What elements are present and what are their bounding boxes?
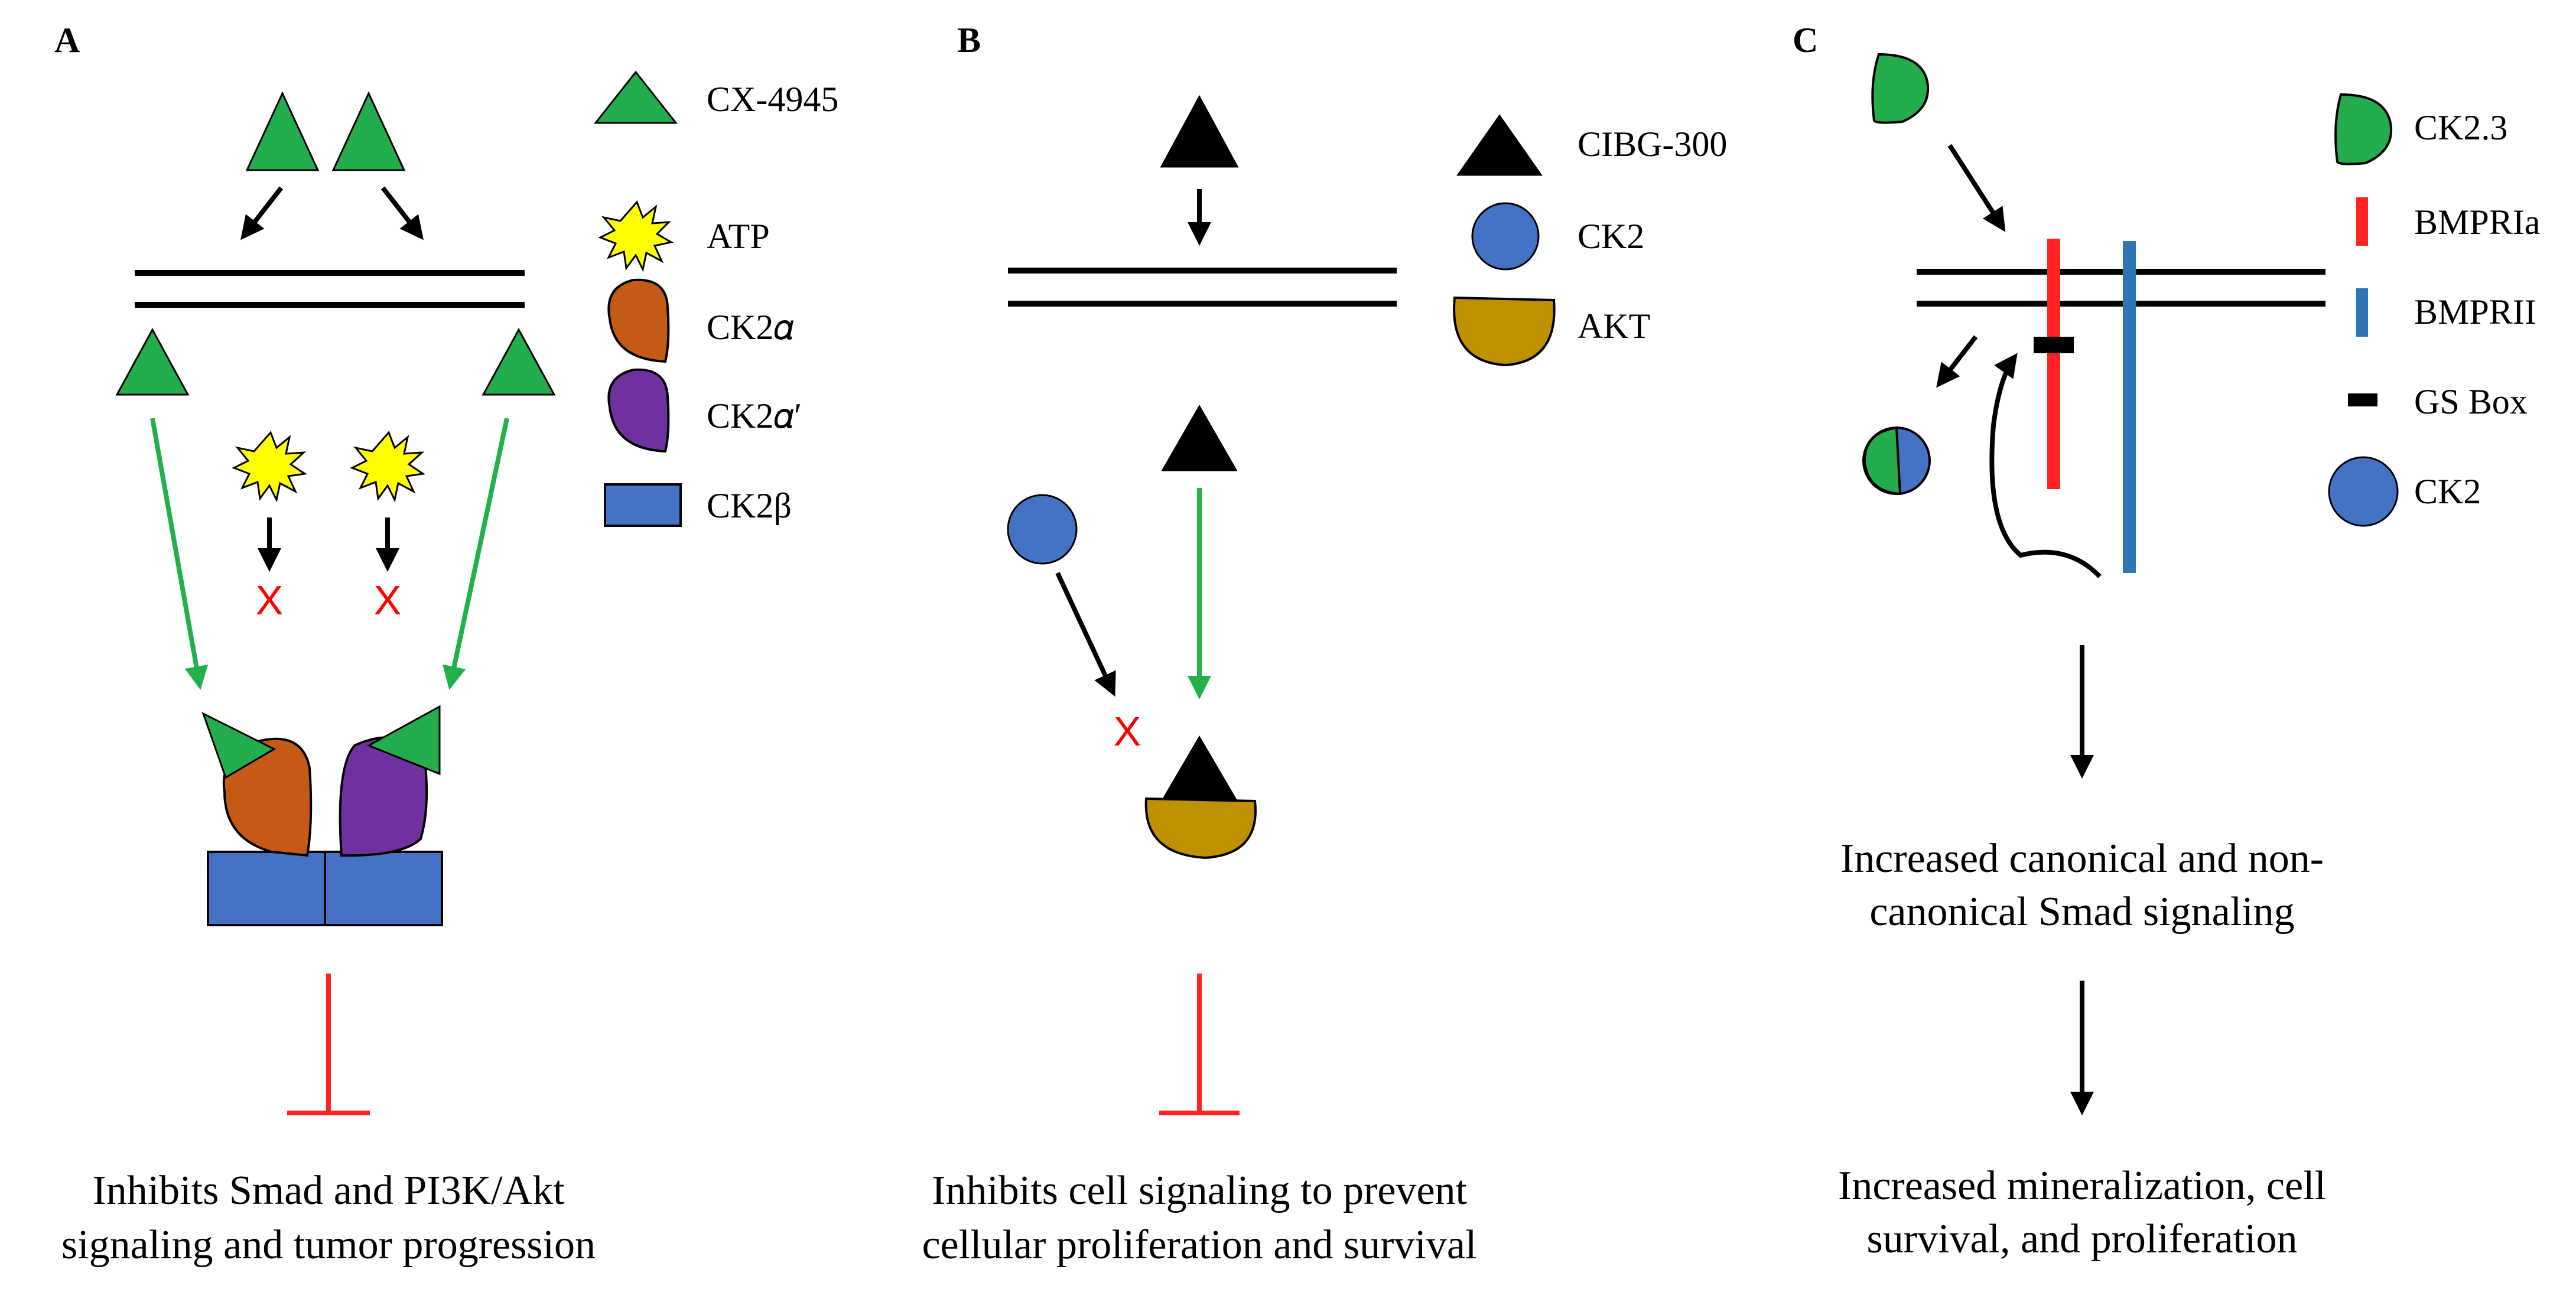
legend-gs-box-icon: [2348, 393, 2377, 406]
panel-a-caption-line2: signaling and tumor progression: [61, 1222, 596, 1268]
legend-label-atp: ATP: [707, 217, 770, 256]
blocked-x-mark: X: [1114, 708, 1141, 754]
cx4945-triangle-icon: [201, 712, 277, 779]
panel-a: A X X Inhibits Smad and P: [54, 21, 838, 1268]
cibg300-triangle-icon: [1161, 404, 1238, 471]
arrow-icon: [1936, 335, 1978, 388]
panel-c-caption2-line1: Increased mineralization, cell: [1838, 1163, 2326, 1209]
panel-a-caption-line1: Inhibits Smad and PI3K/Akt: [92, 1168, 565, 1213]
legend-label-ck2-beta: CK2β: [707, 486, 792, 525]
arrow-icon: [1947, 144, 2006, 232]
legend-label-ck2-alpha: CK2𝛼: [707, 308, 794, 347]
atp-starburst-icon: [350, 431, 426, 503]
blocked-x-mark: X: [374, 577, 402, 623]
legend-label-bmprii: BMPRII: [2414, 292, 2536, 331]
panel-c-caption1-line2: canonical Smad signaling: [1869, 889, 2294, 935]
ck2-beta-rectangle-icon: [324, 851, 443, 926]
panel-b-caption-line2: cellular proliferation and survival: [922, 1222, 1477, 1268]
cx4945-triangle-icon: [331, 91, 406, 171]
ck2-circle-icon: [1007, 494, 1078, 565]
arrow-icon: [1055, 572, 1116, 697]
legend-teardrop-purple-icon: [607, 368, 670, 453]
legend-circle-icon: [2328, 456, 2399, 527]
ck2-3-quarter-shape-icon: [1863, 426, 1902, 496]
cx4945-triangle-icon: [115, 327, 190, 396]
legend-half-circle-icon: [1453, 296, 1556, 367]
ck2-3-quarter-shape-icon: [1871, 53, 1930, 124]
green-arrow-icon: [443, 418, 509, 690]
cibg300-triangle-icon: [1160, 95, 1239, 168]
cx4945-triangle-icon: [482, 327, 556, 396]
panel-c-letter: C: [1793, 21, 1818, 60]
legend-starburst-icon: [598, 200, 674, 272]
akt-half-circle-icon: [1144, 797, 1257, 860]
cx4945-triangle-icon: [366, 705, 441, 776]
legend-rectangle-icon: [604, 483, 682, 527]
legend-label-ck2-alpha-prime: CK2𝛼′: [707, 396, 802, 435]
legend-circle-icon: [1471, 202, 1540, 271]
legend-triangle-icon: [593, 70, 678, 124]
legend-quarter-shape-icon: [2334, 93, 2393, 165]
legend-label-ck2: CK2: [1578, 217, 1644, 256]
legend-label-ck2-3: CK2.3: [2414, 108, 2507, 147]
panel-c-caption2-line2: survival, and proliferation: [1867, 1216, 2298, 1262]
legend-label-cx4945: CX-4945: [707, 80, 838, 119]
panel-a-letter: A: [54, 21, 80, 60]
gs-box-marker: [2034, 337, 2074, 353]
green-arrow-icon: [150, 418, 209, 690]
legend-label-ck2-panel-c: CK2: [2414, 472, 2481, 511]
legend-teardrop-orange-icon: [607, 278, 670, 363]
curved-arrow-icon: [1989, 353, 2102, 578]
panel-b-letter: B: [957, 21, 981, 60]
ck2-beta-rectangle-icon: [207, 851, 326, 926]
panel-c-caption1-line1: Increased canonical and non-: [1840, 836, 2324, 881]
atp-starburst-icon: [232, 431, 308, 503]
arrow-icon: [240, 186, 284, 240]
legend-label-bmpria: BMPRIa: [2414, 203, 2540, 242]
legend-triangle-icon: [1456, 114, 1543, 176]
panel-b-caption-line1: Inhibits cell signaling to prevent: [932, 1168, 1467, 1213]
panel-c: C Increased canonical and non- canonical…: [1793, 21, 2540, 1262]
arrow-icon: [380, 186, 424, 240]
blocked-x-mark: X: [256, 577, 284, 623]
legend-label-akt: AKT: [1578, 307, 1650, 346]
legend-label-cibg300: CIBG-300: [1578, 125, 1727, 164]
cibg300-triangle-icon: [1161, 735, 1238, 801]
legend-label-gs-box: GS Box: [2414, 382, 2528, 421]
cx4945-triangle-icon: [245, 91, 320, 171]
panel-b: B X Inhibits cell signaling to prevent c…: [922, 21, 1728, 1268]
